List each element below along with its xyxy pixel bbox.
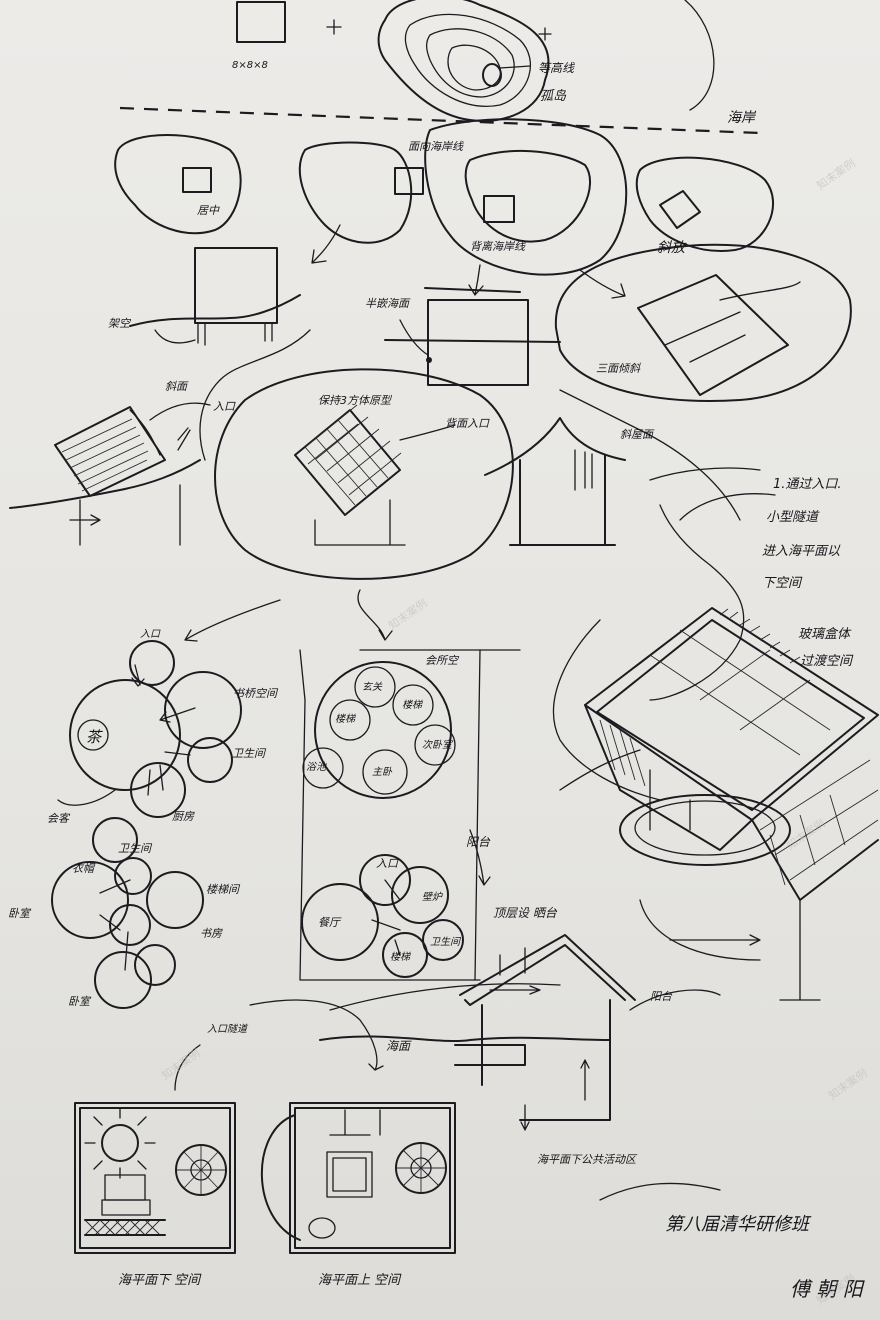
label-diagonal: 斜放 [657, 240, 687, 256]
label-study: 书桥空间 [233, 687, 279, 700]
label-toilet3: 卫生间 [430, 936, 462, 948]
label-keep-frame: 保持3方体原型 [318, 394, 393, 407]
label-course: 第八届清华研修班 [665, 1214, 812, 1235]
label-stair2: 楼梯间 [206, 883, 241, 896]
flow-line [599, 1182, 721, 1201]
watermark: 知末案例 [814, 156, 858, 193]
tilt-three-elevation [554, 243, 852, 402]
label-toilet2: 卫生间 [118, 842, 153, 855]
label-pitched-roof: 斜屋面 [620, 428, 655, 441]
label-guest: 次卧室 [422, 739, 454, 751]
label-transition: 过渡空间 [800, 654, 854, 669]
label-cube-dims: 8×8×8 [232, 60, 268, 71]
label-back-coast: 背离海岸线 [470, 240, 526, 253]
label-entrance-bubble: 入口 [140, 628, 161, 640]
label-living: 会客 [47, 812, 71, 825]
watermark: 知末案例 [159, 1046, 203, 1083]
glass-box-perspective [559, 607, 879, 901]
island-center [114, 134, 242, 235]
label-back-entrance: 背面入口 [445, 417, 490, 430]
label-plan-below: 海平面下 空间 [118, 1273, 202, 1288]
label-half-embed: 半嵌海面 [365, 297, 411, 310]
label-slope-face: 斜面 [165, 380, 189, 393]
bubble-diagram-4 [301, 854, 464, 978]
label-fire: 壁炉 [422, 891, 443, 903]
label-public-act: 海平面下公共活动区 [537, 1153, 638, 1166]
label-bedroom2: 卧室 [68, 995, 92, 1008]
arrow [249, 999, 384, 1071]
label-plan-above: 海平面上 空间 [318, 1273, 402, 1288]
label-small-tunnel: 小型隧道 [766, 510, 820, 525]
pitched-roof-sketch [484, 417, 626, 546]
label-roof-sun: 顶层设 晒台 [493, 906, 558, 920]
label-below-space: 下空间 [762, 576, 803, 591]
island-contour-sketch [377, 0, 715, 122]
keep-frame-circle [214, 368, 514, 580]
label-teaspace: 会所空 [425, 654, 460, 667]
annotation-labels: 8×8×8 等高线 孤岛 海岸 居中 面向海岸线 背离海岸线 斜放 架空 半嵌海… [8, 60, 866, 1301]
label-glass-box: 玻璃盒体 [798, 627, 852, 642]
label-stair-bed: 阳台 [650, 990, 673, 1003]
label-terrace: 阳台 [466, 835, 491, 849]
half-embed-elevation [384, 287, 561, 386]
label-sea-level: 海面 [386, 1039, 412, 1053]
bubble-diagram-3 [51, 817, 204, 1009]
tunnel-curve [649, 504, 745, 701]
section-sketch [319, 934, 636, 1131]
label-master: 主卧 [372, 766, 393, 778]
watermark: 知末案例 [386, 596, 430, 633]
label-entry-tunnel: 入口隧道 [207, 1023, 249, 1035]
label-tilt-three: 三面倾斜 [596, 362, 641, 375]
label-cloak: 衣帽 [72, 862, 96, 875]
arrow [679, 493, 776, 521]
plan-below-sea [74, 1044, 236, 1254]
plan-above-sea [260, 1102, 456, 1254]
slope-entrance-sketch [9, 402, 211, 546]
label-dining: 餐厅 [318, 916, 342, 929]
label-tea: 茶 [86, 728, 103, 746]
island-diagonal [635, 156, 775, 252]
label-kitchen: 厨房 [172, 810, 195, 823]
bubble-diagram-1 [57, 640, 242, 818]
label-float: 架空 [108, 317, 132, 330]
label-stair: 楼梯 [335, 713, 356, 725]
zone-frame [299, 649, 521, 981]
label-enter-below: 进入海平面以 [762, 544, 841, 559]
label-bath: 浴池 [306, 761, 327, 773]
watermark: 知末案例 [826, 1066, 870, 1103]
label-toilet1: 卫生间 [232, 747, 267, 760]
label-entrance: 入口 [213, 400, 236, 413]
label-storage: 书房 [200, 927, 223, 940]
label-face-coast: 面向海岸线 [408, 140, 464, 153]
label-center: 居中 [197, 204, 220, 217]
coastline-dashed [119, 106, 761, 135]
float-elevation [129, 247, 301, 346]
cube-sketch [236, 1, 552, 43]
label-island: 孤岛 [540, 89, 567, 104]
label-stair-b: 楼梯 [402, 699, 423, 711]
bubble-diagram-2 [302, 661, 456, 799]
arrow [311, 224, 341, 264]
label-foyer: 玄关 [362, 681, 383, 693]
island-face-coast [298, 118, 628, 276]
signature: 傅 朝 阳 [790, 1277, 866, 1301]
arrow [184, 599, 281, 642]
flow-line [199, 329, 311, 461]
label-stair3: 楼梯 [390, 951, 411, 963]
label-coast: 海岸 [727, 110, 757, 126]
label-entry2: 入口 [376, 857, 399, 870]
label-tunnel-entry: 1.通过入口. [773, 477, 842, 492]
label-contour: 等高线 [538, 61, 575, 75]
label-bedroom1: 卧室 [8, 907, 32, 920]
